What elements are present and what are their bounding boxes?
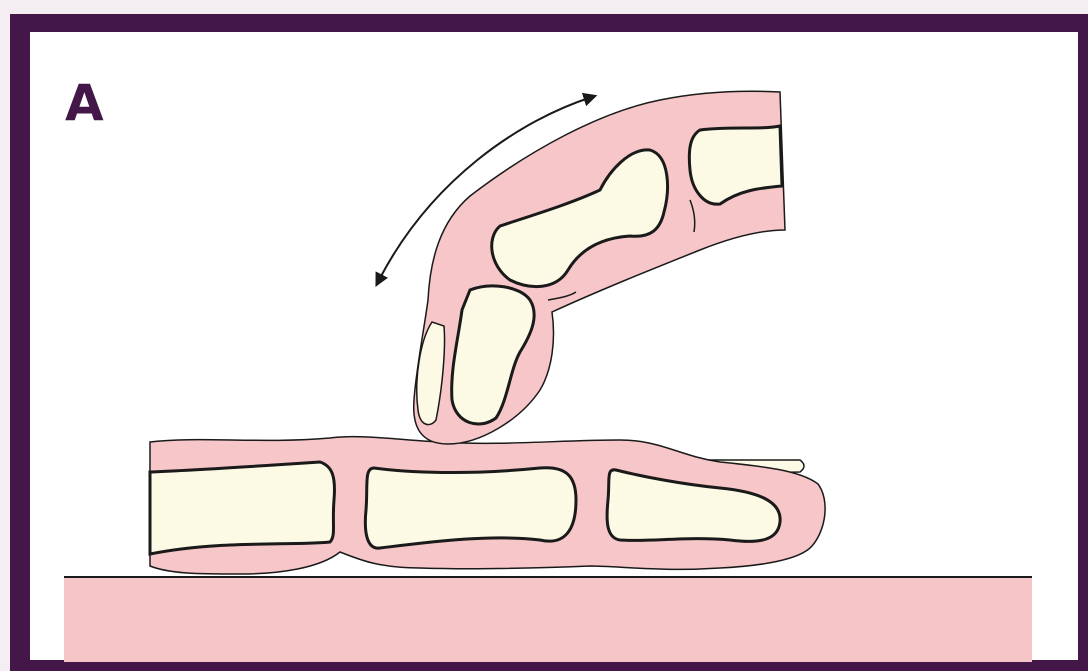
table-surface (64, 577, 1032, 662)
extended-finger (150, 437, 825, 574)
middle-phalanx (365, 468, 576, 548)
proximal-phalanx (150, 462, 334, 554)
flexed-finger (414, 91, 785, 444)
panel-label: A (65, 78, 104, 128)
